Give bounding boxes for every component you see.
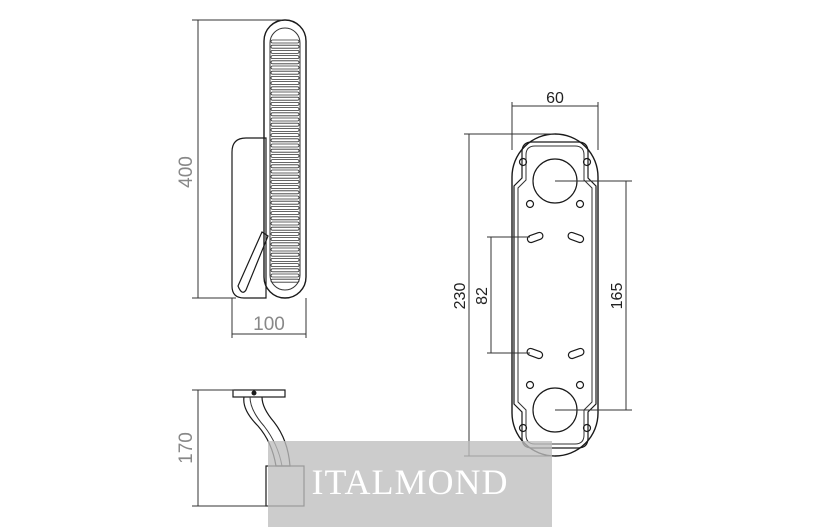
lamp-rib bbox=[270, 242, 300, 247]
lamp-rib bbox=[270, 133, 300, 138]
screw-hole bbox=[525, 199, 535, 209]
brand-watermark: ITALMOND bbox=[268, 441, 552, 527]
lamp-rib bbox=[270, 60, 300, 65]
lamp-rib bbox=[270, 211, 300, 216]
lamp-ribs bbox=[270, 39, 300, 283]
dim-82-label: 82 bbox=[474, 287, 491, 305]
lamp-rib bbox=[270, 91, 300, 96]
lamp-rib bbox=[270, 273, 300, 278]
screw-hole bbox=[518, 157, 528, 167]
lamp-rib bbox=[270, 127, 300, 132]
lamp-rib bbox=[270, 195, 300, 200]
lamp-rib bbox=[270, 185, 300, 190]
lamp-rib bbox=[270, 216, 300, 221]
side-view: 400 100 bbox=[176, 19, 307, 338]
dim-100-label: 100 bbox=[253, 314, 285, 335]
lamp-rib bbox=[270, 138, 300, 143]
screw-hole bbox=[518, 423, 528, 433]
lamp-rib bbox=[270, 122, 300, 127]
lamp-rib bbox=[270, 226, 300, 231]
mounting-slot bbox=[526, 231, 544, 244]
lamp-rib bbox=[270, 257, 300, 262]
lamp-rib bbox=[270, 263, 300, 268]
dim-230-label: 230 bbox=[452, 283, 469, 310]
lamp-rib bbox=[270, 205, 300, 210]
plate-inner-recess bbox=[513, 141, 597, 449]
dim-400-label: 400 bbox=[176, 156, 197, 188]
lamp-rib bbox=[270, 143, 300, 148]
side-backplate bbox=[231, 137, 267, 299]
plate-outline bbox=[511, 133, 599, 457]
lamp-rib bbox=[270, 247, 300, 252]
mount-plate bbox=[232, 389, 286, 398]
lamp-rib bbox=[270, 153, 300, 158]
lamp-rib bbox=[270, 102, 300, 106]
lamp-rib bbox=[270, 86, 300, 91]
lamp-rib bbox=[270, 231, 300, 236]
screw-hole bbox=[525, 380, 535, 390]
lamp-rib bbox=[270, 44, 300, 49]
brand-watermark-text: ITALMOND bbox=[311, 462, 509, 502]
lamp-rib bbox=[270, 107, 300, 111]
lamp-rib bbox=[270, 164, 300, 169]
lamp-rib bbox=[270, 112, 300, 117]
lamp-rib bbox=[270, 237, 300, 242]
lamp-rib bbox=[270, 169, 300, 174]
mount-screw bbox=[251, 390, 257, 396]
mounting-slot bbox=[526, 347, 544, 360]
lamp-rib bbox=[270, 50, 300, 54]
lamp-rib bbox=[270, 174, 300, 179]
lamp-rib bbox=[270, 221, 300, 226]
lamp-rib bbox=[270, 200, 300, 205]
dim-165-label: 165 bbox=[609, 283, 626, 310]
lamp-rib bbox=[270, 81, 300, 85]
lamp-rib bbox=[270, 268, 300, 273]
lamp-rib bbox=[270, 252, 300, 257]
lamp-rib bbox=[270, 179, 300, 184]
ribbed-lamp-body bbox=[263, 19, 307, 299]
screw-hole bbox=[575, 199, 585, 209]
lamp-rib bbox=[270, 76, 300, 80]
lamp-rib bbox=[270, 278, 300, 283]
lamp-rib bbox=[270, 159, 300, 164]
screw-hole bbox=[582, 423, 592, 433]
lamp-rib bbox=[270, 65, 300, 70]
lamp-rib bbox=[270, 55, 300, 59]
screw-hole bbox=[582, 157, 592, 167]
dim-60-label: 60 bbox=[546, 90, 564, 107]
lamp-rib bbox=[270, 190, 300, 195]
plate-inner-recess-2 bbox=[517, 145, 593, 445]
plate-view: 60 230 82 165 bbox=[452, 90, 632, 457]
lamp-rib bbox=[270, 96, 300, 101]
lamp-rib bbox=[270, 148, 300, 153]
lamp-rib bbox=[270, 117, 300, 122]
mounting-slot bbox=[567, 231, 585, 244]
lamp-rib bbox=[270, 70, 300, 75]
screw-hole bbox=[575, 380, 585, 390]
dim-170-label: 170 bbox=[176, 432, 197, 464]
mounting-slot bbox=[567, 347, 585, 360]
ribbed-lamp-inner bbox=[269, 27, 301, 291]
lamp-rib bbox=[270, 39, 300, 44]
